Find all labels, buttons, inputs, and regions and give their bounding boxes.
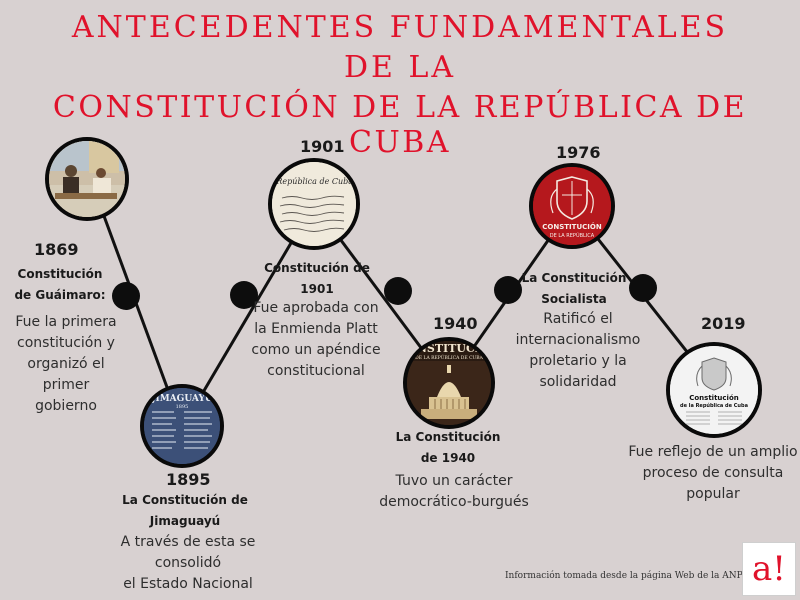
capitol-building-image: CONSTITUCIÓN DE LA REPÚBLICA DE CUBA <box>407 341 491 425</box>
desc-line: solidaridad <box>539 374 617 390</box>
publisher-logo: a! <box>742 542 796 596</box>
label-line: de Guáimaro: <box>14 288 106 302</box>
handwritten-constitution-image: República de Cuba. <box>272 162 356 246</box>
desc-line: constitución y <box>17 335 115 351</box>
desc-line: Tuvo un carácter <box>395 473 513 489</box>
label-line: Constitución <box>17 267 103 281</box>
image-2019: Constitución de la República de Cuba <box>666 342 762 438</box>
title-line-2: DE LA <box>343 50 457 85</box>
milestone-1869-description: Fue la primera constitución y organizó e… <box>2 312 130 417</box>
milestone-1901-label: Constitución de 1901 <box>256 258 378 300</box>
image-1901-heading: República de Cuba. <box>275 177 355 186</box>
milestone-1895-label: La Constitución de Jimaguayú <box>110 490 260 532</box>
milestone-1940-description: Tuvo un carácter democrático-burgués <box>372 471 536 513</box>
desc-line: popular <box>686 486 740 502</box>
milestone-1976-label: La Constitución Socialista <box>514 268 634 310</box>
timeline-dot <box>230 281 258 309</box>
milestone-1901-year: 1901 <box>300 137 345 156</box>
desc-line: como un apéndice <box>251 342 381 358</box>
milestone-1869-label: Constitución de Guáimaro: <box>0 264 120 306</box>
image-1895-year: 1895 <box>176 404 189 410</box>
label-line: Constitución de <box>264 261 370 275</box>
milestone-2019-description: Fue reflejo de un amplio proceso de cons… <box>626 442 800 505</box>
image-1976-heading: CONSTITUCIÓN <box>542 222 602 231</box>
image-2019-subheading: de la República de Cuba <box>680 402 748 409</box>
desc-line: A través de esta se consolidó <box>120 534 256 571</box>
milestone-1976-description: Ratificó el internacionalismo proletario… <box>508 309 648 393</box>
desc-line: organizó el primer <box>27 356 105 393</box>
title-line-1: ANTECEDENTES FUNDAMENTALES <box>71 10 729 45</box>
milestone-1940-year: 1940 <box>433 314 478 333</box>
desc-line: Fue reflejo de un amplio <box>628 444 798 460</box>
title-line-3: CONSTITUCIÓN DE LA REPÚBLICA DE CUBA <box>52 90 748 160</box>
milestone-1976-year: 1976 <box>556 143 601 162</box>
assembly-painting-image <box>49 141 125 217</box>
desc-line: internacionalismo <box>515 332 641 348</box>
label-line: de 1940 <box>420 451 476 465</box>
label-line: Jimaguayú <box>149 514 221 528</box>
label-line: Socialista <box>541 292 607 306</box>
milestone-1895-description: A través de esta se consolidó el Estado … <box>88 532 288 595</box>
desc-line: gobierno <box>35 398 97 414</box>
timeline-dot <box>384 277 412 305</box>
image-1976-subheading: DE LA REPÚBLICA <box>550 232 595 239</box>
image-2019-heading: Constitución <box>689 394 739 402</box>
milestone-1901-description: Fue aprobada con la Enmienda Platt como … <box>246 298 386 382</box>
source-credit: Información tomada desde la página Web d… <box>505 571 749 581</box>
timeline-dot <box>629 274 657 302</box>
image-1895: JIMAGUAYÚ 1895 <box>140 384 224 468</box>
image-1895-heading: JIMAGUAYÚ <box>150 392 213 404</box>
jimaguayu-document-image: JIMAGUAYÚ 1895 <box>144 388 220 464</box>
milestone-2019-year: 2019 <box>701 314 746 333</box>
image-1869 <box>45 137 129 221</box>
timeline-dot <box>112 282 140 310</box>
milestone-1940-label: La Constitución de 1940 <box>388 427 508 469</box>
milestone-1895-year: 1895 <box>166 470 211 489</box>
desc-line: constitucional <box>267 363 365 379</box>
label-line: 1901 <box>300 282 334 296</box>
label-line: La Constitución de <box>122 493 248 507</box>
constitution-2019-cover-image: Constitución de la República de Cuba <box>670 346 758 434</box>
image-1940: CONSTITUCIÓN DE LA REPÚBLICA DE CUBA <box>403 337 495 429</box>
image-1976: CONSTITUCIÓN DE LA REPÚBLICA <box>529 163 615 249</box>
desc-line: la Enmienda Platt <box>254 321 378 337</box>
desc-line: proceso de consulta <box>642 465 784 481</box>
socialist-constitution-image: CONSTITUCIÓN DE LA REPÚBLICA <box>533 167 611 245</box>
desc-line: Fue aprobada con <box>253 300 379 316</box>
timeline-dot <box>494 276 522 304</box>
label-line: La Constitución <box>395 430 501 444</box>
desc-line: proletario y la <box>529 353 627 369</box>
desc-line: Fue la primera <box>15 314 117 330</box>
image-1940-subheading: DE LA REPÚBLICA DE CUBA <box>415 353 483 361</box>
desc-line: democrático-burgués <box>379 494 529 510</box>
image-1901: República de Cuba. <box>268 158 360 250</box>
label-line: La Constitución <box>521 271 627 285</box>
desc-line: el Estado Nacional <box>123 576 253 592</box>
desc-line: Ratificó el <box>543 311 613 327</box>
milestone-1869-year: 1869 <box>34 240 79 259</box>
